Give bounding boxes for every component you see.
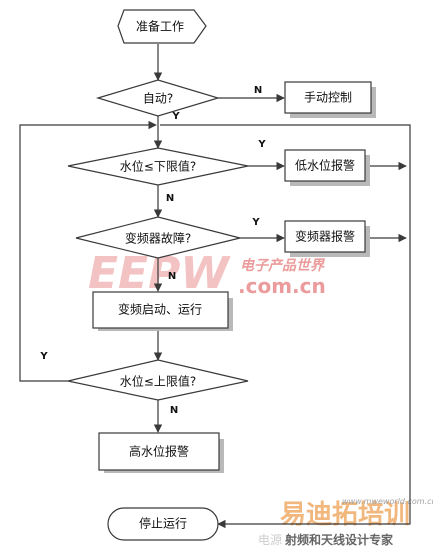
node-auto-label: 自动?	[143, 92, 173, 106]
site-logo: 易迪拓培训	[280, 500, 410, 530]
node-high-check-label: 水位≤上限值?	[120, 374, 196, 389]
site-subtitle: 射频和天线设计专家	[284, 532, 394, 547]
label-low-yes: Y	[257, 139, 266, 150]
node-manual-label: 手动控制	[304, 91, 352, 105]
label-vfd-no: N	[168, 271, 176, 282]
branch-labels: N Y Y N Y N Y N	[39, 85, 266, 416]
node-low-alarm-label: 低水位报警	[295, 158, 355, 173]
node-start: 准备工作	[117, 9, 207, 44]
label-vfd-yes: Y	[251, 217, 260, 228]
node-vfd-alarm: 变频器报警	[284, 220, 370, 257]
label-auto-yes: Y	[171, 111, 180, 122]
node-high-alarm: 高水位报警	[98, 432, 224, 473]
node-stop-label: 停止运行	[139, 516, 187, 531]
node-high-alarm-label: 高水位报警	[129, 444, 189, 459]
eepw-domain: .com.cn	[238, 274, 326, 298]
site-watermark: 易迪拓培训 www.mweworld.com.cn 电源 射频和天线设计专家	[258, 497, 433, 547]
node-vfd-run-label: 变频启动、运行	[118, 302, 202, 317]
node-start-label: 准备工作	[136, 20, 184, 34]
eepw-chinese-name: 电子产品世界	[240, 257, 326, 274]
node-auto-decision: 自动?	[95, 79, 221, 117]
label-high-yes: Y	[39, 351, 48, 362]
source-prefix: 电源	[258, 533, 282, 547]
node-manual-control: 手动控制	[284, 81, 376, 118]
node-vfd-run: 变频启动、运行	[92, 291, 233, 331]
node-low-level-decision: 水位≤下限值?	[67, 147, 249, 186]
node-vfd-alarm-label: 变频器报警	[295, 229, 355, 244]
node-low-alarm: 低水位报警	[284, 149, 370, 186]
site-url: www.mweworld.com.cn	[342, 497, 433, 506]
connectors	[19, 44, 411, 529]
node-high-level-decision: 水位≤上限值?	[67, 359, 249, 401]
label-auto-no: N	[254, 85, 262, 96]
label-low-no: N	[166, 193, 174, 204]
node-vfd-fault-label: 变频器故障?	[125, 231, 191, 246]
node-stop: 停止运行	[107, 507, 219, 541]
label-high-no: N	[170, 405, 178, 416]
node-vfd-fault-decision: 变频器故障?	[75, 216, 241, 259]
node-low-check-label: 水位≤下限值?	[120, 159, 196, 174]
